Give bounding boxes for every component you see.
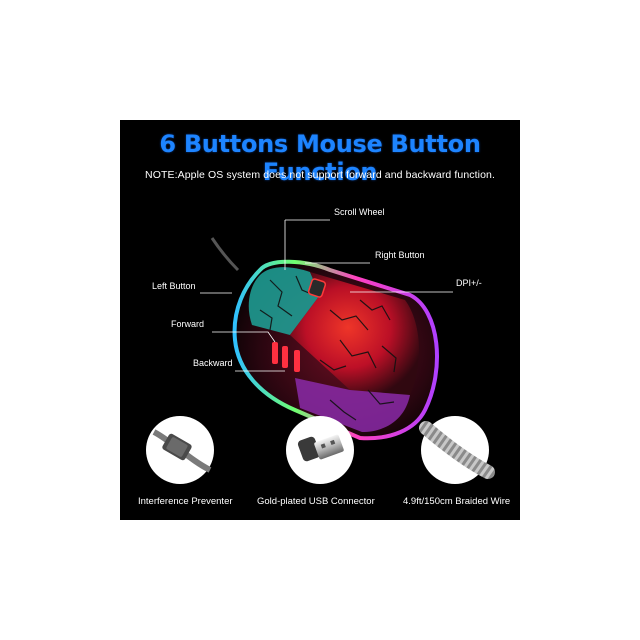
crackle-pattern <box>259 275 397 421</box>
label-left-button: Left Button <box>152 281 196 291</box>
compatibility-note: NOTE:Apple OS system does not support fo… <box>145 169 495 181</box>
label-dpi: DPI+/- <box>456 278 482 288</box>
caption-braided-wire: 4.9ft/150cm Braided Wire <box>403 496 511 507</box>
feature-usb-circle <box>286 416 354 484</box>
mouse-illustration <box>146 219 495 484</box>
scroll-wheel-shape <box>307 278 327 298</box>
label-right-button: Right Button <box>375 250 425 260</box>
forward-button-shape <box>272 342 278 364</box>
caption-usb-connector: Gold-plated USB Connector <box>257 496 375 507</box>
label-backward: Backward <box>193 358 233 368</box>
feature-ferrite-circle <box>146 416 214 484</box>
right-button-shape <box>290 272 420 395</box>
label-scroll-wheel: Scroll Wheel <box>334 207 385 217</box>
product-infographic: 6 Buttons Mouse Button Function NOTE:App… <box>120 120 520 520</box>
backward-button-shape <box>282 346 288 368</box>
caption-interference-preventer: Interference Preventer <box>138 496 233 507</box>
mouse-cable <box>210 237 240 272</box>
callout-lines <box>200 219 453 372</box>
label-forward: Forward <box>171 319 205 329</box>
page-title: 6 Buttons Mouse Button Function <box>159 130 481 186</box>
palm-rest-shape <box>295 378 410 432</box>
left-button-shape <box>248 267 320 335</box>
feature-braided-circle <box>419 416 495 484</box>
